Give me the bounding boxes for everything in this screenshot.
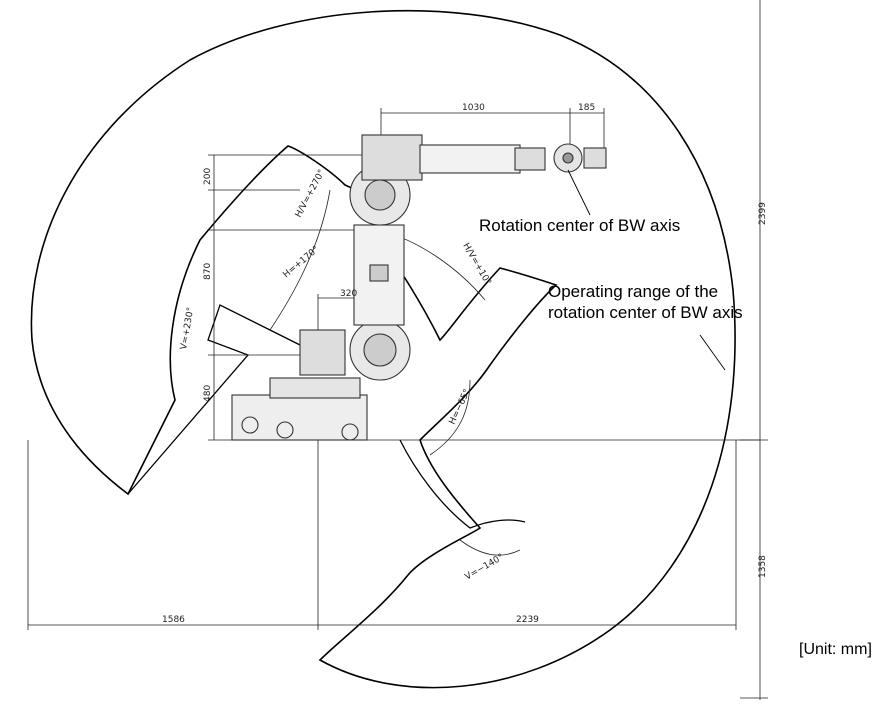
angle-h-v-270: H/V=+270° [294,168,328,219]
dim-right-reach: 2239 [516,615,539,625]
lower-swing-wedge [399,439,526,529]
dim-arm-length: 1030 [462,103,485,113]
dim-bottom-height: 1358 [758,555,768,578]
operating-range-label-line2: rotation center of BW axis [548,303,743,322]
rotation-center-label: Rotation center of BW axis [479,216,681,235]
dim-base-offset: 320 [340,289,357,299]
dim-lower: 480 [203,385,213,402]
operating-range-label-line1: Operating range of the [548,282,719,301]
angle-h-65: H=−65° [448,388,473,426]
dim-upper: 200 [203,168,213,185]
angle-h-170: H=+170° [282,245,322,281]
angle-v-140: V=−140° [464,552,506,582]
dim-left-reach: 1586 [162,615,185,625]
dim-height-total: 2399 [758,202,768,225]
operating-range-envelope [30,9,736,689]
dim-wrist-offset: 185 [578,103,595,113]
unit-label: [Unit: mm] [799,641,872,658]
dim-mid: 870 [203,263,213,280]
robot-drawing [231,134,607,441]
angle-h-v-10: H/V=+10° [460,242,492,288]
angle-v-230: V=+230° [179,307,196,351]
leader-lines [567,169,726,371]
dimension-lines [27,0,768,700]
